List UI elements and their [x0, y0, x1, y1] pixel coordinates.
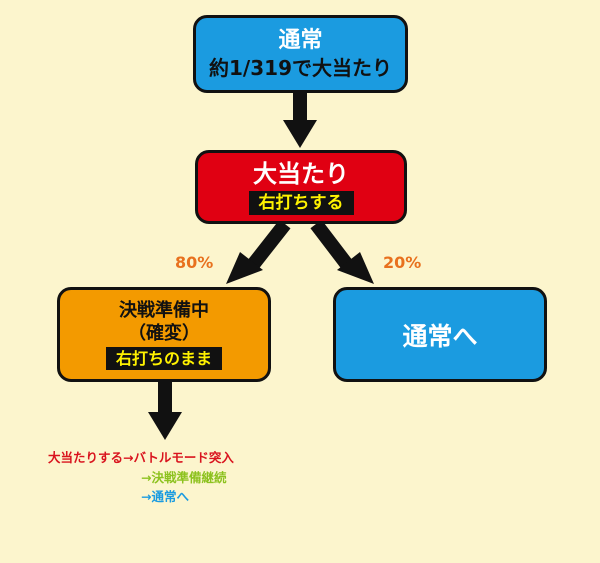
edge-percent-battle-prep: 80% [175, 253, 214, 272]
node-battle-prep: 決戦準備中 （確変） 右打ちのまま [57, 287, 271, 382]
arrow-jackpot-to-return [310, 219, 374, 284]
node-jackpot-title: 大当たり [253, 159, 349, 188]
node-jackpot-tag: 右打ちする [248, 190, 354, 215]
node-jackpot: 大当たり 右打ちする [195, 150, 407, 224]
node-battle-prep-tag: 右打ちのまま [105, 347, 222, 370]
arrow-jackpot-to-battle-prep [226, 219, 291, 284]
node-battle-prep-subtitle: （確変） [128, 323, 200, 344]
note-line-continue: →決戦準備継続 [141, 470, 227, 485]
note-line-return: →通常へ [141, 489, 189, 504]
edge-percent-normal: 20% [383, 253, 422, 272]
node-return-normal-title: 通常へ [402, 321, 478, 351]
node-normal: 通常 約1/319で大当たり [193, 15, 408, 93]
node-return-normal: 通常へ [333, 287, 547, 382]
node-normal-title: 通常 [278, 28, 323, 53]
node-battle-prep-title: 決戦準備中 [119, 300, 209, 321]
arrow-battle-prep-down [148, 382, 182, 440]
note-line-battle-mode: 大当たりする→バトルモード突入 [48, 450, 234, 465]
arrow-normal-to-jackpot [283, 93, 317, 148]
node-normal-subtitle: 約1/319で大当たり [209, 56, 392, 80]
